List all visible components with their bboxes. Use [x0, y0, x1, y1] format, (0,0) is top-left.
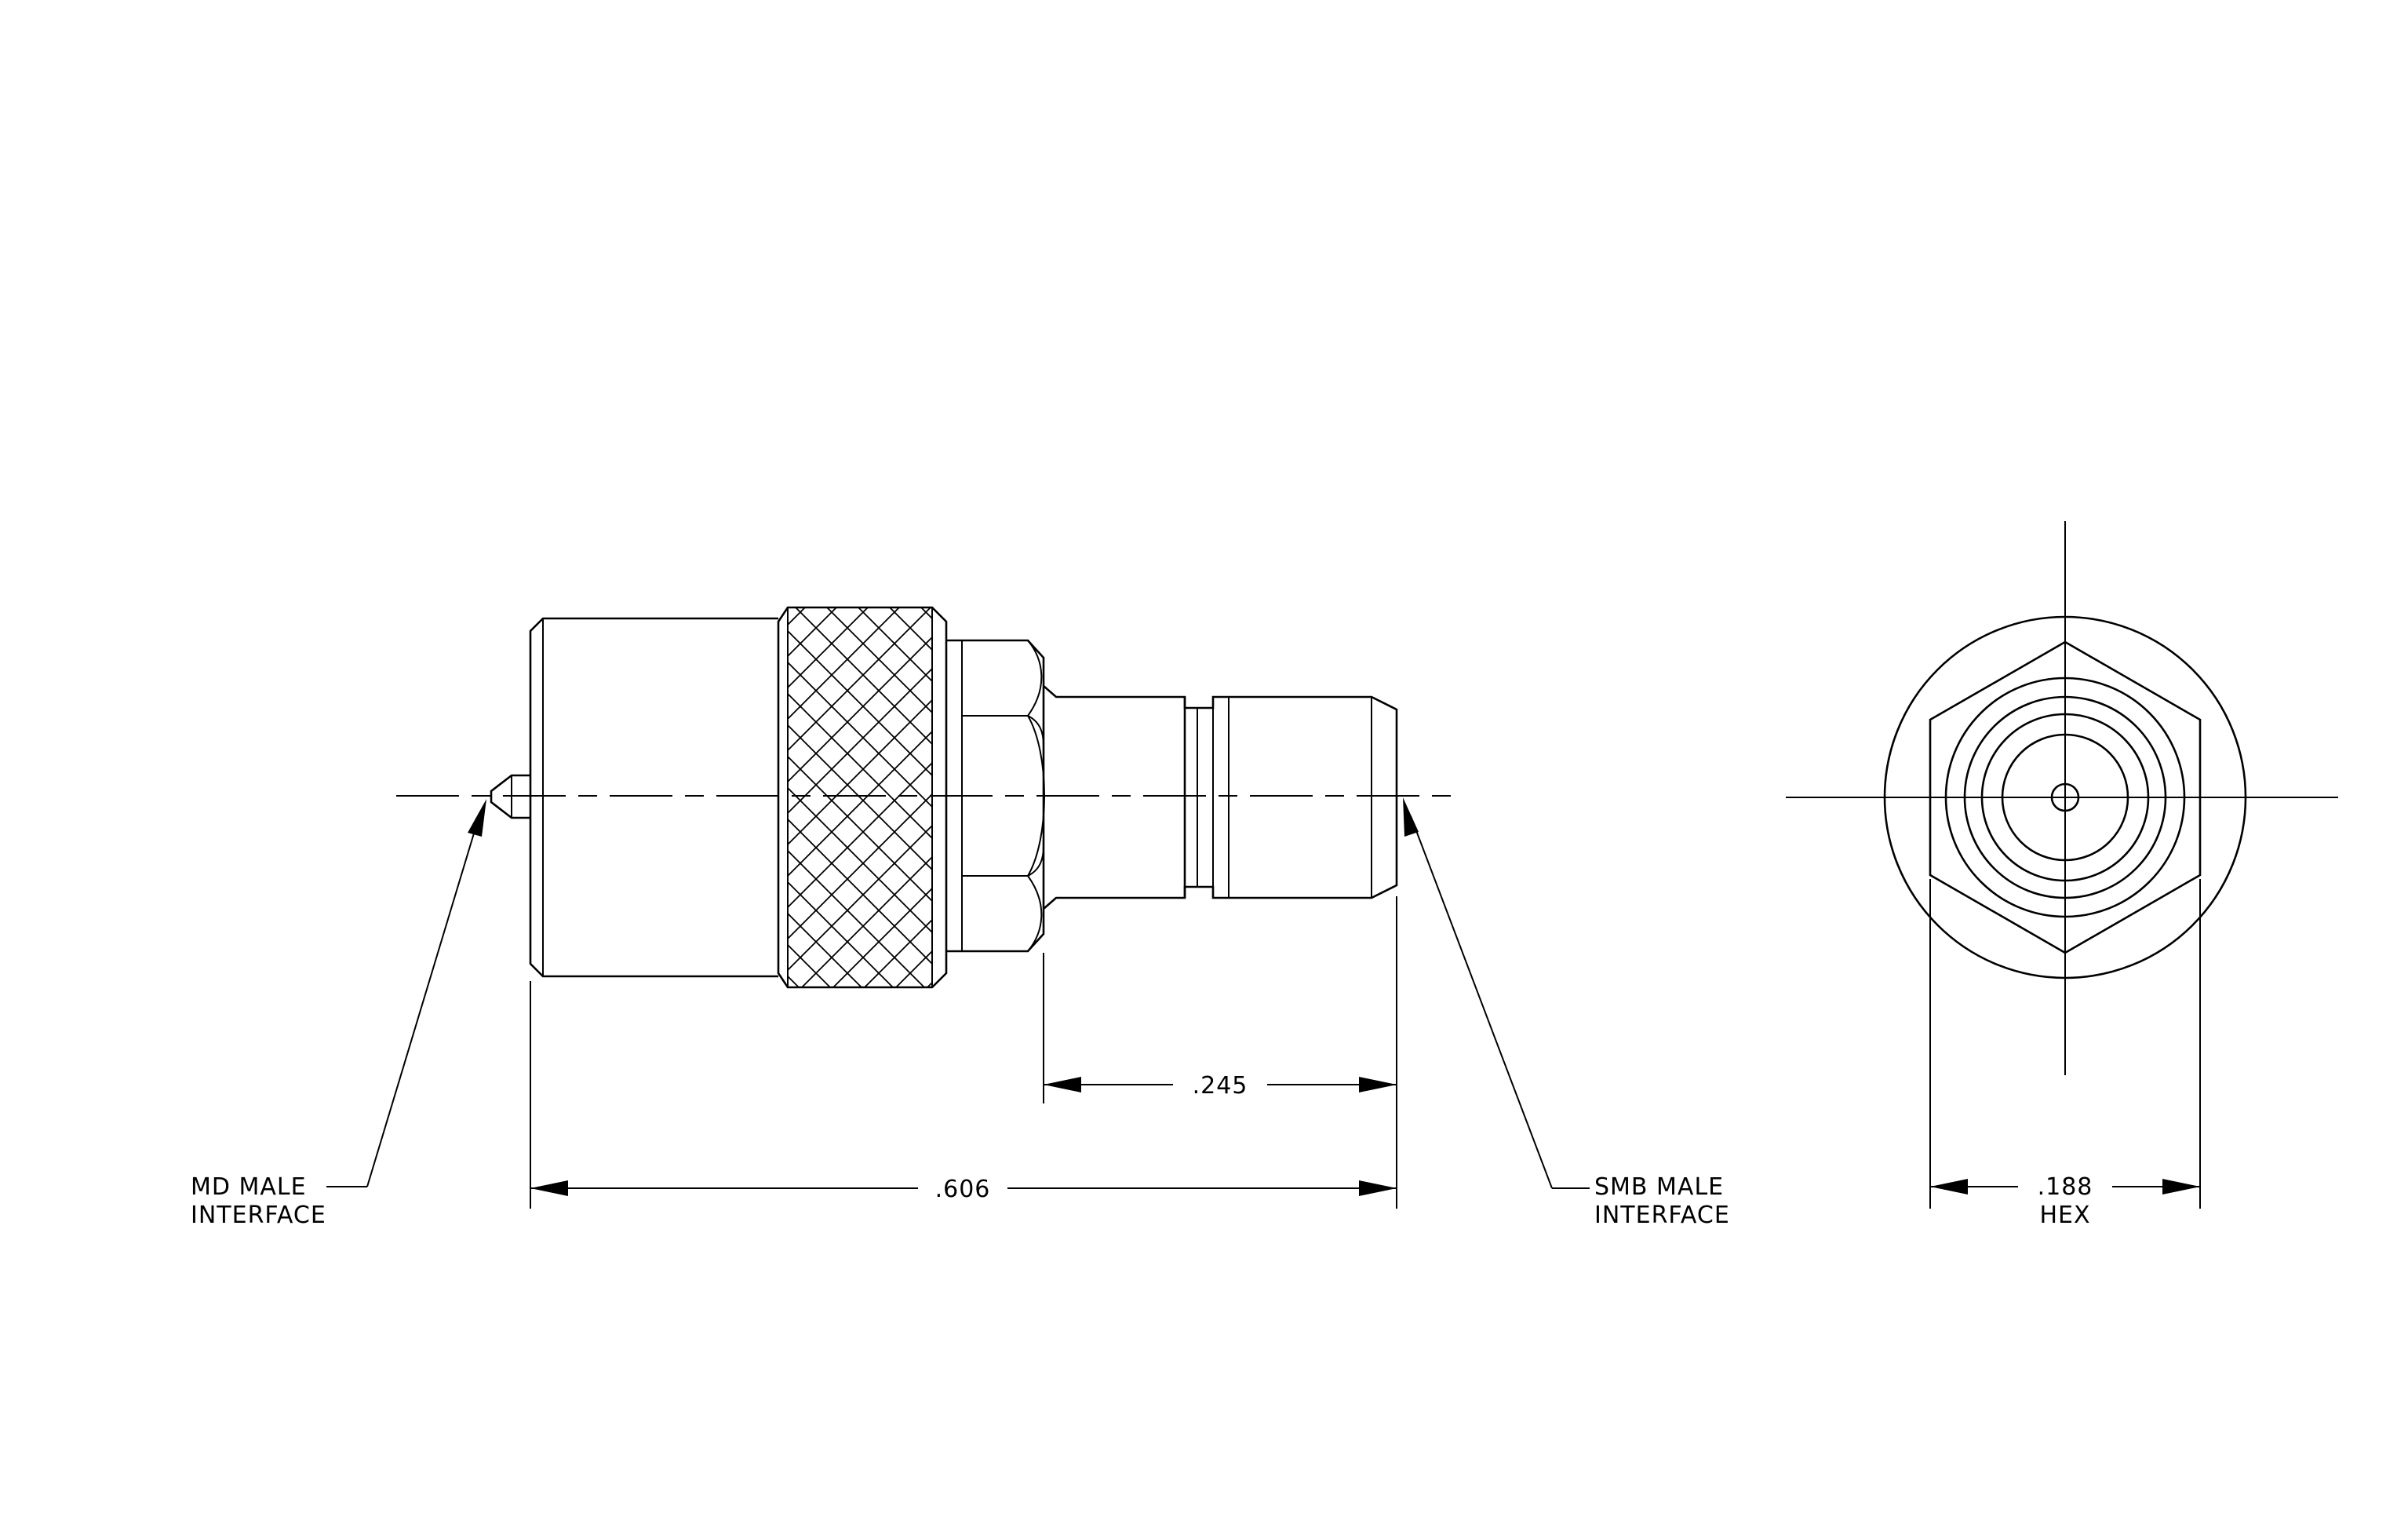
end-view: .188 HEX: [1786, 521, 2338, 1229]
smb-length-label: .245: [1193, 1072, 1248, 1100]
dimension-smb-length: .245: [1044, 1072, 1397, 1100]
knurled-nut: [777, 606, 948, 989]
md-pin: [490, 774, 530, 819]
smb-stem: [1043, 685, 1398, 910]
center-pin: [2050, 782, 2080, 812]
outer-circle: [1883, 615, 2247, 979]
hex-label: HEX: [2039, 1202, 2090, 1229]
hex-section: [946, 639, 1045, 953]
smb-label-line2: INTERFACE: [1594, 1202, 1730, 1229]
smb-label-line1: SMB MALE: [1594, 1173, 1724, 1201]
md-interface-callout: MD MALE INTERFACE: [191, 799, 486, 1229]
overall-length-label: .606: [935, 1176, 991, 1203]
dimension-overall-length: .606: [530, 1176, 1397, 1203]
hex-size-label: .188: [2038, 1173, 2093, 1201]
md-label-line1: MD MALE: [191, 1173, 307, 1201]
dimension-hex: .188 HEX: [1930, 1173, 2200, 1229]
side-view: .245 .606 MD MALE INTERFACE SMB MALE INT…: [191, 606, 1730, 1229]
md-body: [529, 617, 778, 978]
smb-interface-callout: SMB MALE INTERFACE: [1403, 797, 1730, 1229]
md-label-line2: INTERFACE: [191, 1202, 326, 1229]
hex-outline: [1929, 640, 2202, 954]
